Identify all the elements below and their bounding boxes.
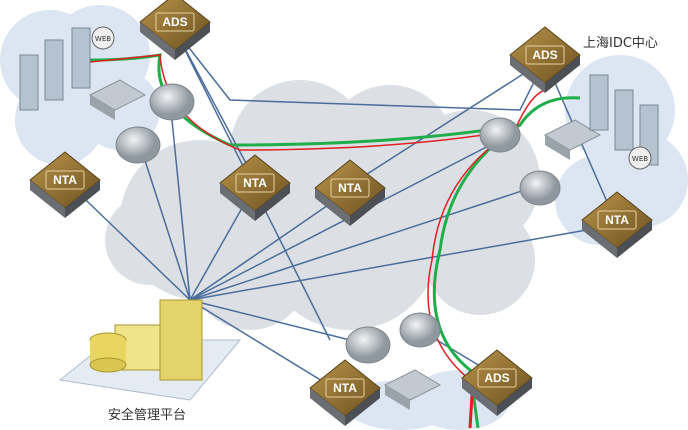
router-icon xyxy=(399,312,441,348)
web-icon: WEB xyxy=(91,26,115,50)
nta-device-icon: NTA xyxy=(581,191,653,258)
server-icons xyxy=(19,27,659,166)
ads-label: ADS xyxy=(532,48,557,62)
switch-icon xyxy=(88,79,147,120)
router-icon xyxy=(115,126,161,164)
shanghai-idc-label: 上海IDC中心 xyxy=(583,36,658,51)
switch-icon xyxy=(543,119,602,160)
nta-label: NTA xyxy=(338,181,362,195)
ads-label: ADS xyxy=(484,371,509,385)
ads-device-icon: ADS xyxy=(461,349,533,416)
nta-device-icon: NTA xyxy=(314,159,386,226)
nta-label: NTA xyxy=(243,176,267,190)
management-platform-label: 安全管理平台 xyxy=(108,408,187,423)
switch-icon xyxy=(383,369,442,410)
nta-label: NTA xyxy=(605,213,629,227)
nta-device-icon: NTA xyxy=(309,359,381,426)
nta-label: NTA xyxy=(53,173,77,187)
router-icon xyxy=(519,170,561,206)
web-label: WEB xyxy=(95,35,111,43)
ads-device-icon: ADS xyxy=(139,0,211,60)
router-icons xyxy=(115,83,561,364)
web-label: WEB xyxy=(632,155,648,163)
nta-label: NTA xyxy=(333,381,357,395)
nta-device-icon: NTA xyxy=(219,154,291,221)
traffic-paths xyxy=(89,53,581,429)
nta-device-icon: NTA xyxy=(29,151,101,218)
web-icon: WEB xyxy=(628,146,652,170)
ads-label: ADS xyxy=(162,15,187,29)
router-icon xyxy=(479,117,521,153)
router-icon xyxy=(149,83,195,121)
management-platform-icon xyxy=(58,299,242,401)
router-icon xyxy=(345,326,391,364)
ads-device-icon: ADS xyxy=(509,26,581,93)
